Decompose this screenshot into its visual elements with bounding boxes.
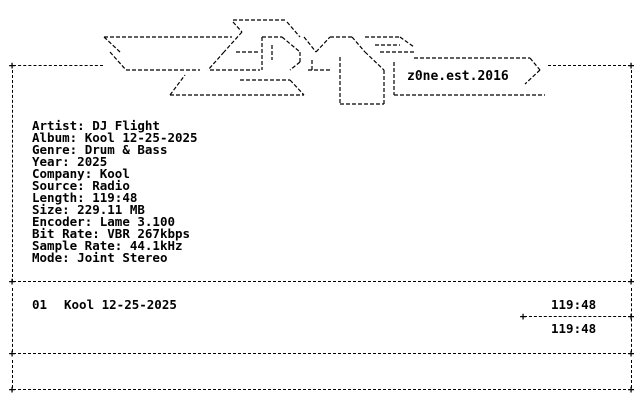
corner-plus: + (519, 310, 527, 323)
zone-logo (103, 19, 545, 105)
frame-right-border (631, 70, 632, 282)
tagline: z0ne.est.2016 (407, 69, 509, 84)
frame-left-border (12, 288, 13, 352)
release-info: Artist: DJ Flight Album: Kool 12-25-2025… (32, 118, 198, 265)
info-company: Company: Kool (32, 166, 130, 181)
corner-plus: + (8, 347, 16, 360)
section-divider (13, 281, 631, 282)
corner-plus: + (627, 310, 635, 323)
corner-plus: + (8, 383, 16, 396)
frame-left-border (12, 70, 13, 282)
total-duration: 119:48 (551, 321, 597, 336)
frame-top-border-right (548, 65, 631, 66)
info-mode: Mode: Joint Stereo (32, 250, 168, 265)
info-bitrate: Bit Rate: VBR 267kbps (32, 226, 191, 241)
track-number: 01 (32, 297, 48, 312)
info-source: Source: Radio (32, 178, 130, 193)
corner-plus: + (627, 275, 635, 288)
info-length: Length: 119:48 (32, 190, 138, 205)
corner-plus: + (8, 59, 16, 72)
section-divider (13, 353, 631, 354)
frame-right-border (631, 360, 632, 388)
info-artist: Artist: DJ Flight (32, 118, 160, 133)
frame-bottom-border (13, 389, 631, 390)
info-encoder: Encoder: Lame 3.100 (32, 214, 176, 229)
info-size: Size: 229.11 MB (32, 202, 145, 217)
corner-plus: + (627, 59, 635, 72)
info-samplerate: Sample Rate: 44.1kHz (32, 238, 183, 253)
frame-left-border (12, 360, 13, 388)
info-year: Year: 2025 (32, 154, 108, 169)
frame-top-border (13, 65, 103, 66)
total-divider (524, 316, 631, 317)
corner-plus: + (627, 347, 635, 360)
info-genre: Genre: Drum & Bass (32, 142, 168, 157)
frame-right-border (631, 288, 632, 352)
info-album: Album: Kool 12-25-2025 (32, 130, 198, 145)
corner-plus: + (627, 383, 635, 396)
track-duration: 119:48 (551, 297, 597, 312)
corner-plus: + (8, 275, 16, 288)
track-title: Kool 12-25-2025 (64, 297, 177, 312)
